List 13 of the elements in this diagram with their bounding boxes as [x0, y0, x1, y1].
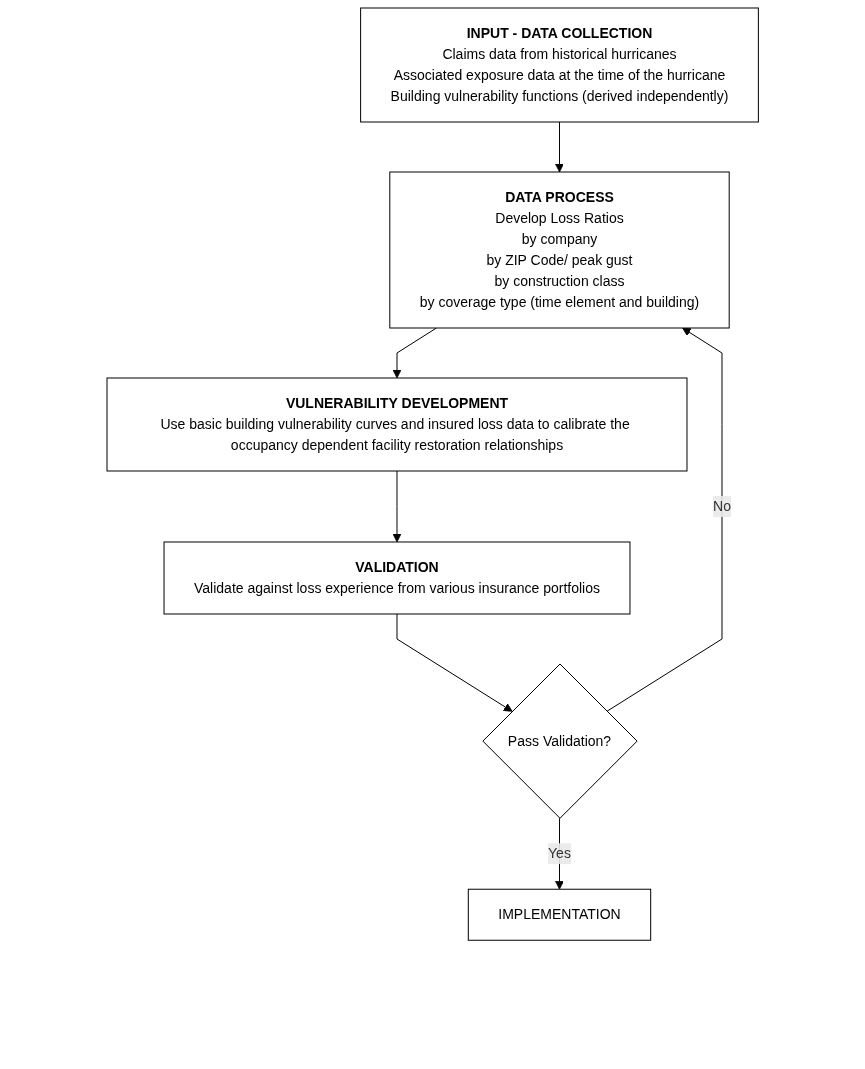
node-diamond: Pass Validation?	[482, 663, 638, 819]
node-box: VALIDATION Validate against loss experience from various insurance portfolios	[163, 541, 631, 615]
arrow	[554, 121, 564, 173]
node-box: INPUT - DATA COLLECTION Claims data from historical hurricanes Associated exposure data at the time of the hurricane Building vulnerability functions (derived independently)	[359, 7, 759, 123]
arrow	[392, 327, 437, 379]
node-box: DATA PROCESS Develop Loss Ratios by company by ZIP Code/ peak gust by construction class by coverage type (time element and building)	[389, 171, 730, 329]
edge-label: No	[712, 497, 731, 514]
node-box: IMPLEMENTATION	[467, 888, 651, 941]
arrow	[606, 327, 723, 712]
node-box: VULNERABILITY DEVELOPMENT Use basic building vulnerability curves and insured loss data to calibrate the occupancy dependent facility restoration relationships	[106, 377, 688, 472]
arrow	[392, 470, 402, 543]
arrow	[396, 613, 513, 712]
edge-label: Yes	[547, 845, 571, 862]
